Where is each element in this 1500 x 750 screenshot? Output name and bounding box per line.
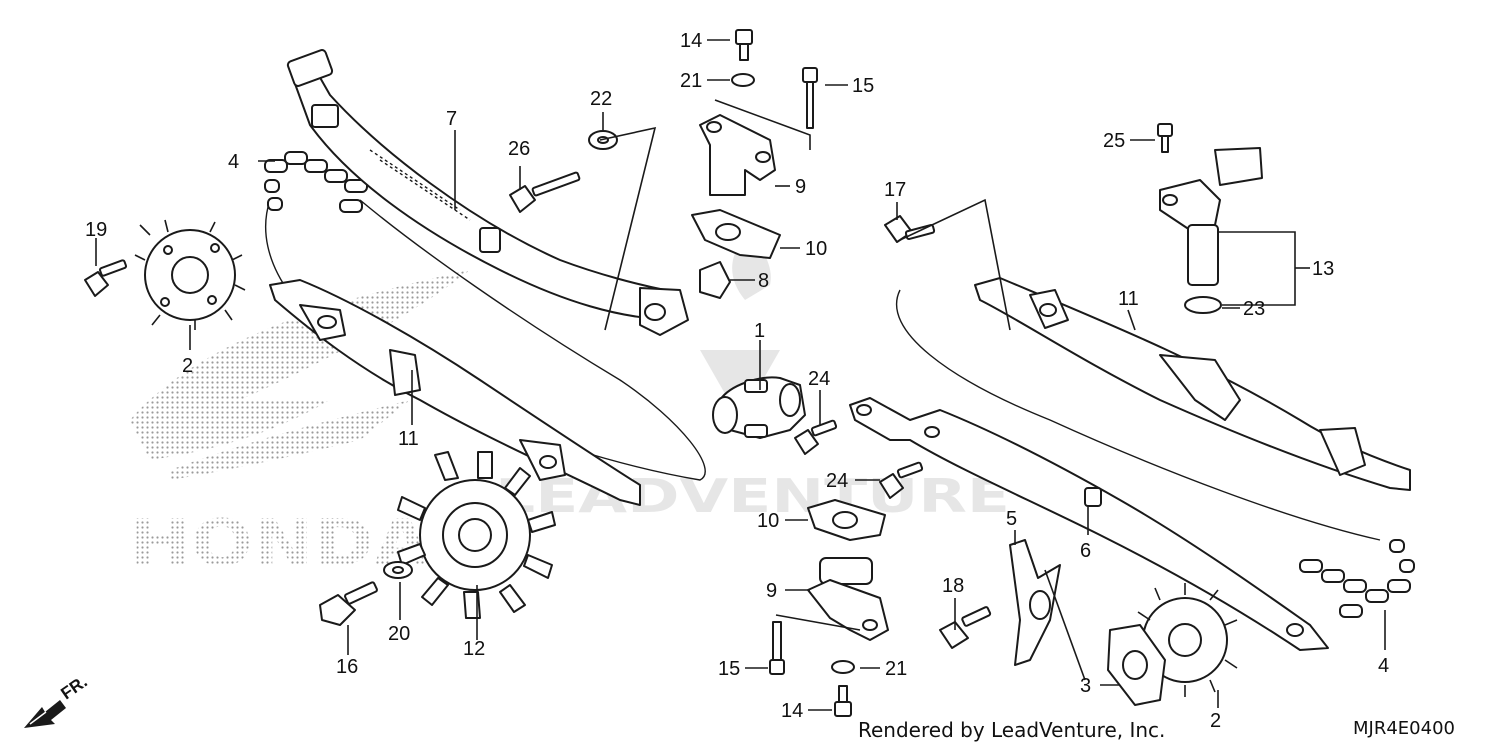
cam-position-sensor (1157, 123, 1263, 314)
callout-9-lower: 9 (766, 580, 777, 602)
cam-chain-left (264, 151, 706, 481)
honda-wing-watermark: HONDA (130, 270, 470, 581)
callout-7: 7 (446, 108, 457, 130)
callout-24-upper: 24 (808, 368, 830, 390)
callout-14-lower: 14 (781, 700, 803, 722)
callout-20: 20 (388, 623, 410, 645)
honda-watermark-text: HONDA (130, 507, 431, 581)
washer-20 (383, 561, 413, 579)
callout-12: 12 (463, 638, 485, 660)
callout-21-lower: 21 (885, 658, 907, 680)
front-direction-arrow: FR. (24, 672, 91, 728)
bolt-24-lower (879, 461, 924, 499)
callout-22: 22 (590, 88, 612, 110)
callout-4-right: 4 (1378, 655, 1389, 677)
callout-2-right: 2 (1210, 710, 1221, 732)
cam-chain-right (895, 289, 1415, 618)
sprocket-plate-3 (1107, 624, 1166, 706)
callout-19: 19 (85, 219, 107, 241)
sprocket-plate-5 (1009, 539, 1061, 666)
callout-10-lower: 10 (757, 510, 779, 532)
render-credit: Rendered by LeadVenture, Inc. (858, 718, 1166, 742)
callout-18: 18 (942, 575, 964, 597)
cam-sprocket-left (134, 219, 246, 330)
cam-chain-guide-right (974, 277, 1411, 491)
front-direction-label: FR. (57, 672, 90, 703)
callout-5: 5 (1006, 508, 1017, 530)
callout-23: 23 (1243, 298, 1265, 320)
callout-2-left: 2 (182, 355, 193, 377)
bolt-18 (939, 606, 992, 649)
callout-26: 26 (508, 138, 530, 160)
crank-pulse-rotor (397, 451, 556, 619)
tensioner-lifter-lower (769, 499, 889, 717)
cam-chain-tensioner-arm (286, 49, 689, 336)
callout-6: 6 (1080, 540, 1091, 562)
callout-labels: 4 7 19 2 11 12 20 16 26 22 14 21 15 9 10… (85, 30, 1389, 732)
bolt-19 (84, 259, 128, 297)
tensioner-center-part (712, 376, 806, 439)
callout-10-upper: 10 (805, 238, 827, 260)
callout-24-lower: 24 (826, 470, 848, 492)
leader-lines (95, 39, 1386, 711)
callout-9-upper: 9 (795, 176, 806, 198)
callout-14-upper: 14 (680, 30, 702, 52)
tensioner-lifter-upper (691, 29, 818, 299)
bolt-24-upper (794, 419, 838, 455)
callout-11-right: 11 (1118, 288, 1139, 310)
callout-15-lower: 15 (718, 658, 740, 680)
callout-17: 17 (884, 179, 906, 201)
bolt-17 (884, 215, 936, 243)
callout-25: 25 (1103, 130, 1125, 152)
callout-3: 3 (1080, 675, 1091, 697)
callout-13: 13 (1312, 258, 1334, 280)
callout-1: 1 (754, 320, 765, 342)
cam-chain-guide-left (269, 279, 641, 506)
diagram-code: MJR4E0400 (1353, 718, 1455, 739)
callout-21-upper: 21 (680, 70, 702, 92)
cam-chain-tensioner-arm-right (849, 397, 1329, 651)
callout-11-left: 11 (398, 428, 419, 450)
bolt-16 (319, 581, 378, 626)
callout-16: 16 (336, 656, 358, 678)
callout-4-left: 4 (228, 151, 239, 173)
callout-15-upper: 15 (852, 75, 874, 97)
callout-8: 8 (758, 270, 769, 292)
